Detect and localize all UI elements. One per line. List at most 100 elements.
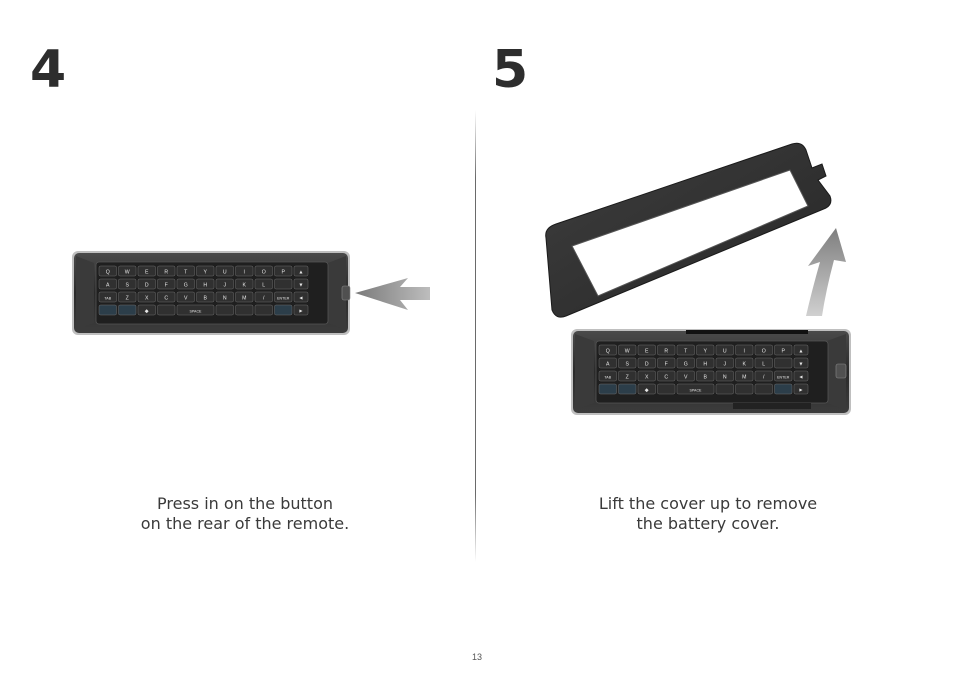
key	[157, 265, 176, 277]
key-label: SPACE	[690, 388, 703, 392]
key-label: X	[645, 374, 649, 380]
key	[176, 278, 195, 290]
key	[293, 265, 309, 277]
step-4-number: 4	[30, 40, 67, 100]
key-label: ►	[298, 308, 303, 314]
key	[657, 383, 676, 395]
key	[215, 278, 234, 290]
key-label: Z	[126, 295, 129, 301]
key	[235, 304, 254, 316]
key	[176, 265, 195, 277]
key-label: R	[164, 269, 168, 275]
key-label: D	[145, 282, 149, 288]
key-label: J	[223, 282, 226, 288]
key-label: S	[626, 361, 630, 367]
key-label: ◄	[298, 295, 303, 301]
key-label: Y	[704, 348, 708, 354]
key	[157, 291, 176, 303]
key	[157, 278, 176, 290]
key-label: ◄	[798, 374, 803, 380]
key-label: J	[723, 361, 726, 367]
key-label: TAB	[604, 375, 611, 379]
key	[696, 370, 715, 382]
key-label: H	[703, 361, 707, 367]
key-label: H	[203, 282, 207, 288]
key-label: A	[106, 282, 110, 288]
key	[98, 304, 117, 316]
key	[235, 278, 254, 290]
key	[735, 344, 754, 356]
key	[196, 291, 215, 303]
key	[657, 370, 676, 382]
key	[98, 265, 117, 277]
key	[274, 265, 293, 277]
key-label: G	[684, 361, 688, 367]
key	[254, 265, 273, 277]
key	[657, 344, 676, 356]
key-label: A	[606, 361, 610, 367]
key	[754, 383, 773, 395]
key	[618, 370, 637, 382]
key-label: V	[684, 374, 688, 380]
key-label: R	[664, 348, 668, 354]
key	[598, 344, 617, 356]
key	[637, 357, 656, 369]
key-label: O	[762, 348, 766, 354]
key-label: N	[723, 374, 727, 380]
key-label: O	[262, 269, 266, 275]
key	[637, 344, 656, 356]
key	[774, 383, 793, 395]
key	[598, 383, 617, 395]
key-label: C	[664, 374, 668, 380]
key	[657, 357, 676, 369]
push-arrow-icon	[355, 278, 430, 310]
key	[637, 370, 656, 382]
key-label: TAB	[104, 296, 111, 300]
key	[618, 357, 637, 369]
key	[774, 370, 793, 382]
key-label: ▲	[798, 348, 803, 354]
key	[137, 278, 156, 290]
key-label: Z	[626, 374, 629, 380]
key	[215, 304, 234, 316]
key	[118, 291, 137, 303]
key	[774, 357, 793, 369]
key	[254, 278, 273, 290]
key-label: Y	[204, 269, 208, 275]
key-label: B	[704, 374, 708, 380]
key-label: P	[782, 348, 786, 354]
key	[735, 357, 754, 369]
key	[176, 304, 215, 316]
key	[293, 291, 309, 303]
step-5-caption: Lift the cover up to remove the battery …	[558, 494, 858, 534]
key-label: B	[204, 295, 208, 301]
key	[754, 370, 773, 382]
key-label: ◆	[145, 308, 149, 314]
page-number: 13	[471, 652, 482, 662]
key	[637, 383, 656, 395]
key	[754, 357, 773, 369]
key	[196, 265, 215, 277]
key	[293, 278, 309, 290]
key-label: G	[184, 282, 188, 288]
key	[254, 291, 273, 303]
key	[274, 304, 293, 316]
key	[118, 265, 137, 277]
key	[793, 357, 809, 369]
key-label: F	[665, 361, 668, 367]
key-label: E	[145, 269, 149, 275]
key	[98, 278, 117, 290]
key	[696, 357, 715, 369]
key	[137, 265, 156, 277]
key	[735, 370, 754, 382]
key-label: /	[763, 374, 765, 380]
key-label: /	[263, 295, 265, 301]
key	[235, 291, 254, 303]
key-label: T	[184, 269, 188, 275]
key-label: ▲	[298, 269, 303, 275]
key-label: W	[625, 348, 630, 354]
